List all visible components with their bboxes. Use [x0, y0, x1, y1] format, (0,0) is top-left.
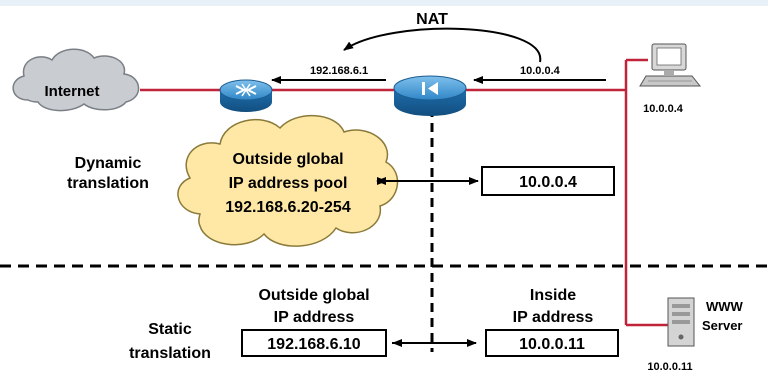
static-inside-addr: 10.0.0.11	[519, 336, 585, 353]
static-outside-line2: IP address	[274, 309, 355, 326]
router-icon	[219, 79, 273, 112]
pc-icon	[639, 43, 702, 87]
static-inside-line1: Inside	[530, 287, 576, 304]
static-outside-box	[241, 329, 387, 357]
dynamic-inside-box	[481, 166, 615, 196]
dynamic-label-line2: translation	[67, 175, 149, 192]
server-line1: WWW	[706, 299, 744, 314]
static-outside-addr: 192.168.6.10	[267, 336, 361, 353]
top-right-addr: 10.0.0.4	[520, 65, 561, 77]
static-inside-box	[485, 329, 619, 357]
pool-line1: Outside global	[232, 151, 343, 168]
dynamic-inside-addr: 10.0.0.4	[519, 174, 577, 191]
nat-arc-arrow	[343, 27, 542, 63]
nat-title: NAT	[416, 11, 448, 28]
static-label-line1: Static	[148, 321, 192, 338]
internet-label: Internet	[44, 83, 99, 100]
top-left-addr: 192.168.6.1	[310, 65, 368, 77]
static-inside-line2: IP address	[513, 309, 594, 326]
address-pool-cloud-icon	[177, 115, 399, 247]
dynamic-label-line1: Dynamic	[75, 155, 142, 172]
pc-address: 10.0.0.4	[643, 103, 684, 115]
static-outside-line1: Outside global	[258, 287, 369, 304]
server-line2: Server	[702, 318, 742, 333]
pool-line3: 192.168.6.20-254	[225, 199, 351, 216]
server-icon	[667, 297, 695, 347]
internet-cloud-icon	[12, 48, 140, 112]
server-address: 10.0.0.11	[647, 361, 692, 373]
static-label-line2: translation	[129, 345, 211, 362]
nat-router-icon	[393, 75, 467, 116]
pool-line2: IP address pool	[229, 175, 348, 192]
header-strip	[0, 0, 768, 6]
